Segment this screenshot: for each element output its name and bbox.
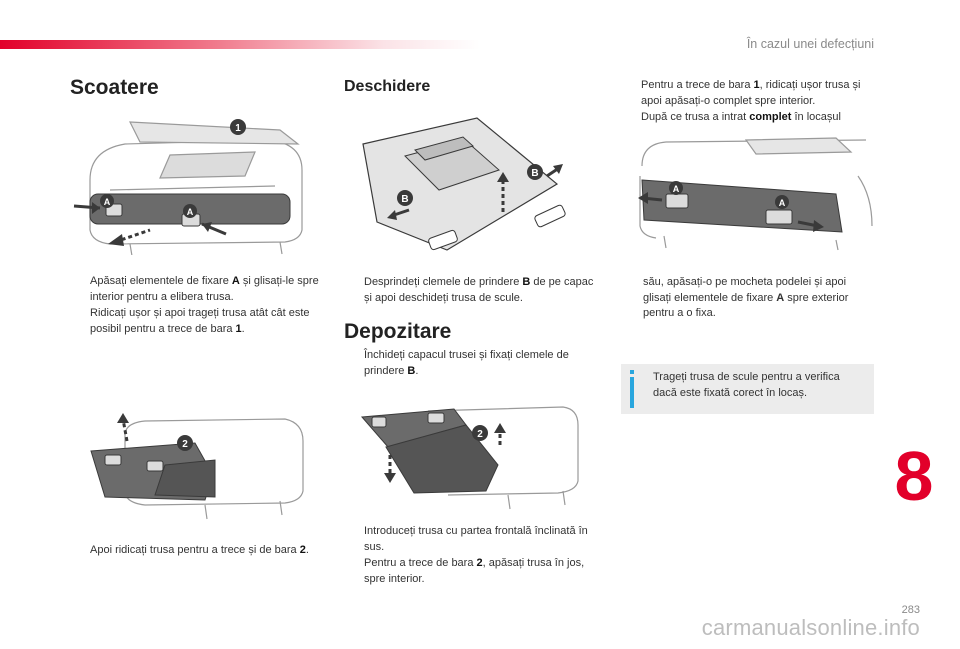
callout-2-label: 2 [182,439,188,450]
top-accent-bar [0,40,480,49]
figure-removal-step2: 2 [90,413,304,520]
depozitare-bullets-2: Introduceți trusa cu partea frontală înc… [344,524,596,588]
bullet-glyph [70,543,90,559]
figure-storage: 2 [360,406,579,510]
bullet-item: Pentru a trece de bara 1, ridicați ușor … [621,78,876,109]
bullet-glyph [621,110,641,126]
heading-deschidere: Deschidere [344,78,431,95]
info-text: Trageți trusa de scule pentru a verifica… [653,371,840,399]
bullet-glyph [70,306,90,337]
heading-scoatere: Scoatere [70,76,159,99]
bullet-item: Desprindeți clemele de prindere B de pe … [344,275,596,306]
bullet-glyph [344,348,364,379]
bullet-item: După ce trusa a intrat complet în locașu… [621,110,876,126]
figure-opening: B B [362,117,566,251]
bullet-item: Apoi ridicați trusa pentru a trece și de… [70,543,320,559]
scoatere-bullets-2: Apoi ridicați trusa pentru a trece și de… [70,543,320,560]
bullet-item: Introduceți trusa cu partea frontală înc… [344,524,596,555]
bullet-glyph [344,275,364,306]
info-icon [630,370,634,374]
bullet-glyph [70,274,90,305]
watermark: carmanualsonline.info [701,615,920,640]
bullet-glyph [621,78,641,109]
deschidere-bullets: Desprindeți clemele de prindere B de pe … [344,275,596,307]
right-bullets: Pentru a trece de bara 1, ridicați ușor … [621,78,876,127]
bullet-item: Pentru a trece de bara 2, apăsați trusa … [344,556,596,587]
callout-1-label: 1 [235,123,241,134]
chapter-title: În cazul unei defecțiuni [746,37,874,51]
callout-a-label: A [673,184,680,194]
callout-a-label: A [779,198,786,208]
callout-b-label: B [531,168,538,179]
page-number: 283 [901,604,920,616]
bullet-glyph [344,556,364,587]
info-box: Trageți trusa de scule pentru a verifica… [621,364,874,414]
bullet-item: Ridicați ușor și apoi trageți trusa atât… [70,306,320,337]
chapter-number: 8 [894,437,934,515]
right-continuation-text: său, apăsați-o pe mocheta podelei și apo… [643,276,849,319]
bullet-item: Apăsați elementele de fixare A și glisaț… [70,274,320,305]
bullet-item: Închideți capacul trusei și fixați cleme… [344,348,596,379]
info-icon-stem [630,377,634,408]
depozitare-bullets-1: Închideți capacul trusei și fixați cleme… [344,348,596,380]
bullet-glyph [344,524,364,555]
figure-removal-step1: A A 1 [73,119,303,255]
heading-depozitare: Depozitare [344,320,452,343]
figure-fixing: A A [638,137,873,251]
callout-a-label: A [104,197,111,207]
scoatere-bullets-1: Apăsați elementele de fixare A și glisaț… [70,274,320,338]
callout-a-label: A [187,207,194,217]
callout-b-label: B [401,194,408,205]
callout-2-label: 2 [477,429,483,440]
